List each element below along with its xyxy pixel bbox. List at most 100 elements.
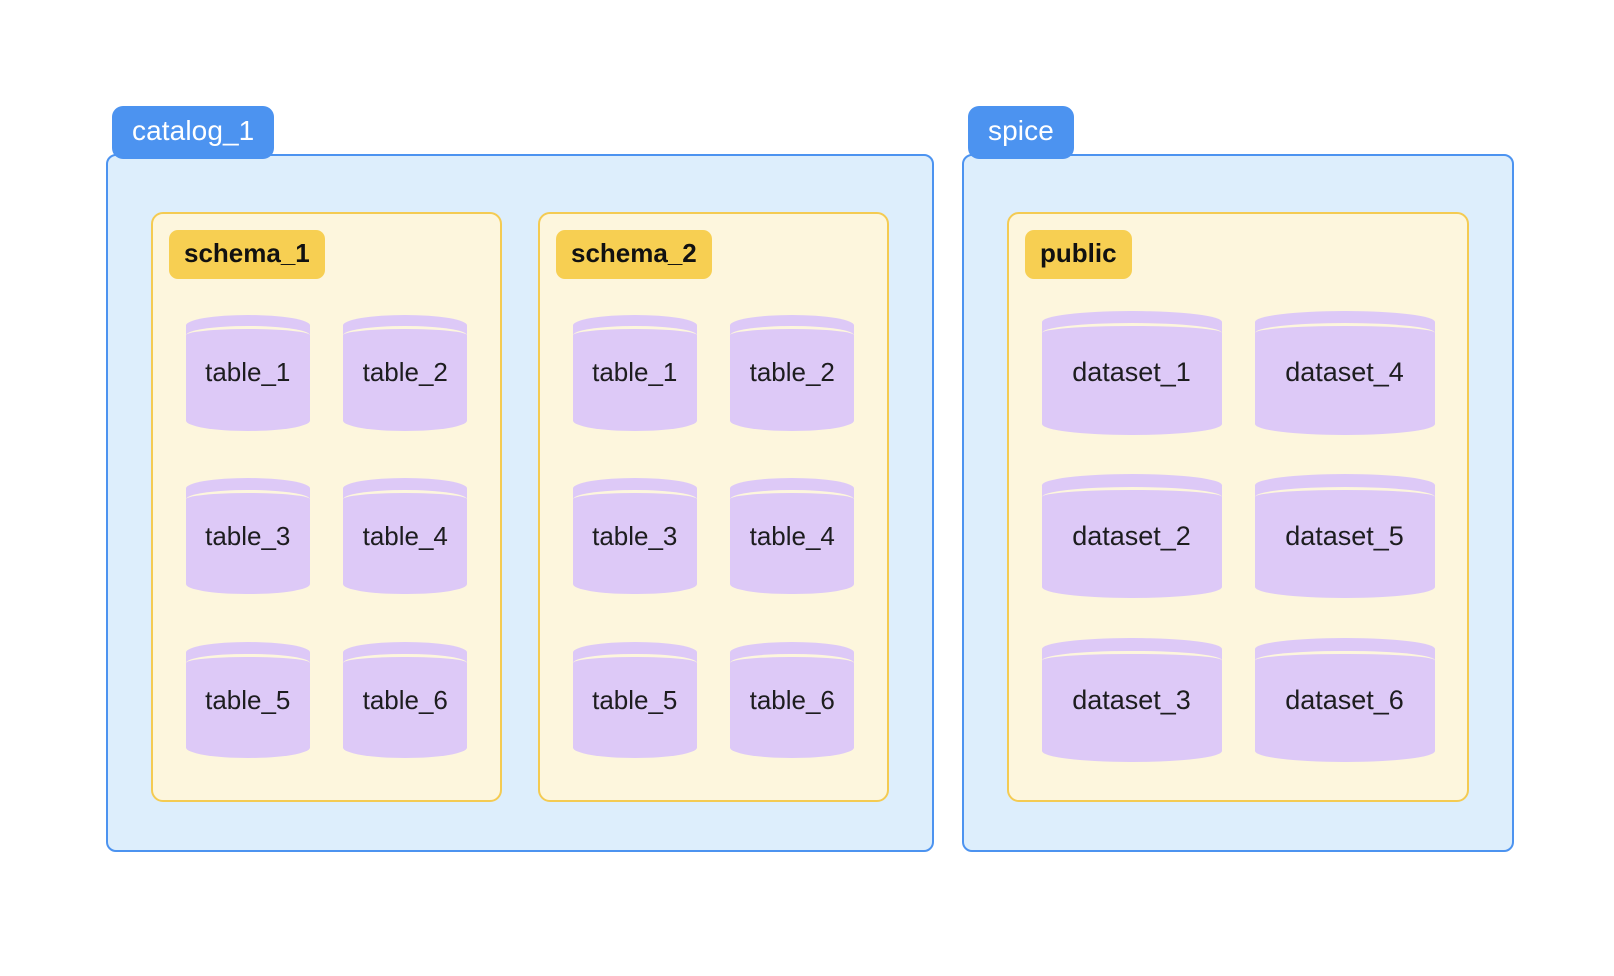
table-label: table_3 [592,520,678,551]
object-cell: dataset_5 [1254,474,1435,599]
table-label: table_4 [749,520,835,551]
object-cell: table_4 [343,478,468,595]
schema-pill-public[interactable]: public [1025,230,1132,279]
dataset-cylinder[interactable]: dataset_6 [1254,638,1435,763]
dataset-label: dataset_2 [1072,520,1191,551]
catalog-pill-spice[interactable]: spice [968,106,1074,159]
cylinder-top-ellipse [1254,474,1435,497]
table-cylinder[interactable]: table_5 [572,642,697,759]
object-cell: table_3 [572,478,697,595]
cylinder-body [1041,649,1222,751]
object-cell: dataset_6 [1254,638,1435,763]
table-label: table_3 [205,520,291,551]
dataset-label: dataset_6 [1285,684,1404,715]
dataset-label: dataset_1 [1072,357,1191,388]
table-label: table_6 [749,684,835,715]
cylinder-body [730,652,855,748]
table-label: table_5 [205,684,291,715]
object-grid: table_1 table_2 table_3 table_4 table_5 table… [169,287,484,782]
object-cell: table_1 [572,314,697,431]
table-label: table_5 [592,684,678,715]
table-label: table_6 [362,684,448,715]
cylinder-top-ellipse [343,478,468,500]
table-cylinder[interactable]: table_4 [343,478,468,595]
dataset-label: dataset_5 [1285,520,1404,551]
cylinder-body [572,652,697,748]
cylinder-body [1254,321,1435,424]
cylinder-top-ellipse [185,642,310,664]
object-cell: table_5 [572,642,697,759]
cylinder-top-ellipse [730,478,855,500]
object-cell: table_4 [730,478,855,595]
object-cell: dataset_4 [1254,310,1435,435]
cylinder-top-ellipse [572,642,697,664]
schema-pill-schema_2[interactable]: schema_2 [556,230,712,279]
cylinder-body [730,325,855,421]
cylinder-body [343,488,468,585]
object-grid: table_1 table_2 table_3 table_4 table_5 table… [556,287,871,782]
cylinder-top-ellipse [730,314,855,336]
table-cylinder[interactable]: table_3 [185,478,310,595]
dataset-cylinder[interactable]: dataset_1 [1041,310,1222,435]
cylinder-top-ellipse [1041,474,1222,497]
cylinder-body [1041,321,1222,424]
cylinder-top-ellipse [1041,638,1222,661]
cylinder-body [572,488,697,585]
object-cell: table_1 [185,314,310,431]
table-label: table_2 [749,357,835,388]
object-cell: table_2 [730,314,855,431]
catalog-pill-catalog_1[interactable]: catalog_1 [112,106,275,159]
cylinder-body [185,652,310,748]
dataset-cylinder[interactable]: dataset_2 [1041,474,1222,599]
cylinder-body [1041,485,1222,588]
cylinder-body [1254,649,1435,751]
cylinder-top-ellipse [1254,310,1435,334]
cylinder-body [185,488,310,585]
table-cylinder[interactable]: table_6 [343,642,468,759]
cylinder-body [343,652,468,748]
cylinder-top-ellipse [343,314,468,336]
table-label: table_1 [592,357,678,388]
object-cell: dataset_2 [1041,474,1222,599]
object-cell: table_6 [730,642,855,759]
table-label: table_2 [362,357,448,388]
cylinder-body [572,325,697,421]
object-cell: table_2 [343,314,468,431]
table-cylinder[interactable]: table_5 [185,642,310,759]
dataset-cylinder[interactable]: dataset_5 [1254,474,1435,599]
table-cylinder[interactable]: table_4 [730,478,855,595]
cylinder-body [730,488,855,585]
schema-pill-schema_1[interactable]: schema_1 [169,230,325,279]
object-cell: table_5 [185,642,310,759]
dataset-cylinder[interactable]: dataset_4 [1254,310,1435,435]
cylinder-body [185,325,310,421]
dataset-label: dataset_4 [1285,357,1404,388]
dataset-label: dataset_3 [1072,684,1191,715]
table-label: table_4 [362,520,448,551]
object-cell: dataset_1 [1041,310,1222,435]
dataset-cylinder[interactable]: dataset_3 [1041,638,1222,763]
cylinder-top-ellipse [185,314,310,336]
table-cylinder[interactable]: table_6 [730,642,855,759]
cylinder-top-ellipse [730,642,855,664]
table-cylinder[interactable]: table_2 [343,314,468,431]
table-label: table_1 [205,357,291,388]
object-cell: dataset_3 [1041,638,1222,763]
table-cylinder[interactable]: table_3 [572,478,697,595]
table-cylinder[interactable]: table_1 [185,314,310,431]
object-cell: table_3 [185,478,310,595]
table-cylinder[interactable]: table_1 [572,314,697,431]
cylinder-body [1254,485,1435,588]
table-cylinder[interactable]: table_2 [730,314,855,431]
cylinder-top-ellipse [1254,638,1435,661]
cylinder-top-ellipse [185,478,310,500]
cylinder-top-ellipse [1041,310,1222,334]
